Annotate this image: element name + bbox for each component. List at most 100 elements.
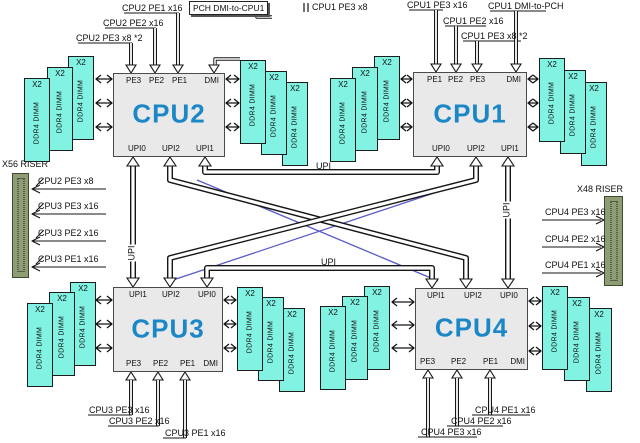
- cpu2-port-pe2: PE2: [149, 76, 165, 85]
- cpu3-name: CPU3: [131, 312, 205, 343]
- dimm-ddr4-label: DDR4 DIMM: [267, 321, 275, 364]
- cpu1-bottom-ports: UPI0 UPI2 UPI1: [414, 144, 526, 154]
- cpu3-block: UPI1 UPI2 UPI0 CPU3 PE3 PE2 PE1 DMI: [113, 287, 223, 372]
- dimm-x2-label: X2: [76, 58, 86, 67]
- cpu1-port-upi2: UPI2: [467, 144, 485, 153]
- dimm-x2-label: X2: [328, 308, 338, 317]
- dimm-ddr4-label: DDR4 DIMM: [373, 310, 381, 353]
- cpu1-block: PE1 PE2 PE3 DMI CPU1 UPI0 UPI2 UPI1: [413, 72, 527, 157]
- cpu1-port-upi0: UPI0: [432, 144, 450, 153]
- cpu3-port-pe2: PE2: [153, 359, 169, 368]
- cpu4-name: CPU4: [434, 312, 509, 343]
- cpu3-port-upi2: UPI2: [162, 290, 180, 299]
- cpu4-pe1-label: CPU4 PE1 x16: [475, 405, 536, 415]
- cpu1-pe3-x8-2-label: CPU1 PE3 x8 *2: [461, 31, 528, 41]
- dimm-ddr4-label: DDR4 DIMM: [79, 306, 87, 349]
- dimm-ddr4-label: DDR4 DIMM: [351, 320, 359, 363]
- cpu2-top-ports: PE3 PE2 PE1 DMI: [114, 76, 224, 86]
- dimm-x2-label: X2: [572, 299, 582, 308]
- dimm-ddr4-label: DDR4 DIMM: [548, 82, 556, 125]
- cpu3-port-pe3: PE3: [126, 359, 142, 368]
- x48-riser-slot-label-1: CPU4 PE3 x16: [545, 207, 606, 217]
- dimm-ddr4-label: DDR4 DIMM: [339, 102, 347, 145]
- dimm-ddr4-label: DDR4 DIMM: [329, 330, 337, 373]
- x56-riser-slot: [12, 173, 29, 278]
- dimm-x2-label: X2: [338, 80, 348, 89]
- x56-riser-title: X56 RISER: [2, 159, 49, 169]
- dimm-x2-label: X2: [287, 310, 297, 319]
- cpu4-port-dmi: DMI: [510, 357, 525, 366]
- dimm-x2-label: X2: [55, 69, 65, 78]
- dimm-x2-label: X2: [78, 284, 88, 293]
- cpu2-port-pe1: PE1: [172, 76, 188, 85]
- dimm-ddr4-label: DDR4 DIMM: [573, 321, 581, 364]
- cpu2-port-upi1: UPI1: [196, 144, 214, 153]
- cpu1-top-ports: PE1 PE2 PE3 DMI: [414, 75, 526, 85]
- dimm-ddr4-label: DDR4 DIMM: [36, 327, 44, 370]
- cpu1-port-pe3: PE3: [470, 75, 486, 84]
- x56-riser-slot-label-1: CPU2 PE3 x8: [38, 176, 94, 186]
- cpu3-pe1-label: CPU3 PE1 x16: [165, 428, 226, 438]
- dimm-x2-label: X2: [547, 60, 557, 69]
- cpu4-pe3-label: CPU4 PE3 x16: [421, 427, 482, 437]
- dimm-ddr4-label: DDR4 DIMM: [291, 106, 299, 149]
- cpu3-port-dmi: DMI: [203, 359, 218, 368]
- dimm-ddr4-label: DDR4 DIMM: [249, 84, 257, 127]
- dimm-ddr4-label: DDR4 DIMM: [361, 91, 369, 134]
- cpu1-pe3-x8-label: CPU1 PE3 x8: [312, 2, 368, 12]
- dimm-x2-label: X2: [290, 84, 300, 93]
- x48-riser-slot-label-3: CPU4 PE1 x16: [545, 260, 606, 270]
- dimm-ddr4-label: DDR4 DIMM: [58, 316, 66, 359]
- cpu4-bottom-ports: PE3 PE2 PE1 DMI: [416, 357, 527, 367]
- cpu4-port-pe3: PE3: [420, 357, 436, 366]
- dimm-x2-label: X2: [589, 84, 599, 93]
- cpu1-port-upi1: UPI1: [501, 144, 519, 153]
- cpu2-pe2-label: CPU2 PE2 x16: [103, 18, 164, 28]
- cpu2-port-pe3: PE3: [126, 76, 142, 85]
- cpu2-pe1-label: CPU2 PE1 x16: [122, 3, 183, 13]
- dimm-x2-label: X2: [245, 289, 255, 298]
- cpu2-bottom-ports: UPI0 UPI2 UPI1: [114, 144, 224, 154]
- upi-label-left: UPI: [126, 244, 137, 262]
- dimm-x2-label: X2: [382, 58, 392, 67]
- pch-dmi-box: PCH DMI-to-CPU1: [189, 1, 269, 15]
- dimm-ddr4-label: DDR4 DIMM: [288, 332, 296, 375]
- dimm-x2-label: X2: [594, 310, 604, 319]
- cpu1-dmi-label: CPU1 DMI-to-PCH: [488, 1, 564, 11]
- dimm-ddr4-label: DDR4 DIMM: [590, 106, 598, 149]
- cpu4-block: UPI1 UPI2 UPI0 CPU4 PE3 PE2 PE1 DMI: [415, 288, 528, 370]
- dimm-x2-label: X2: [35, 305, 45, 314]
- cpu1-port-dmi: DMI: [506, 75, 521, 84]
- dimm-x2-label: X2: [269, 73, 279, 82]
- x56-riser-slot-label-2: CPU3 PE3 x16: [38, 201, 99, 211]
- dimm-ddr4-label: DDR4 DIMM: [33, 102, 41, 145]
- cpu2-pe3-label: CPU2 PE3 x8 *2: [76, 33, 143, 43]
- cpu4-port-pe1: PE1: [483, 357, 499, 366]
- x48-riser-title: X48 RISER: [577, 184, 624, 194]
- cpu3-port-pe1: PE1: [180, 359, 196, 368]
- cpu1-port-pe1: PE1: [427, 75, 443, 84]
- dimm-ddr4-label: DDR4 DIMM: [569, 94, 577, 137]
- dimm-x2-label: X2: [32, 80, 42, 89]
- dimm-ddr4-label: DDR4 DIMM: [270, 95, 278, 138]
- x56-riser-slot-label-4: CPU3 PE1 x16: [38, 254, 99, 264]
- dimm-x2-label: X2: [248, 62, 258, 71]
- cpu3-port-upi0: UPI0: [198, 290, 216, 299]
- upi-label-top: UPI: [316, 161, 332, 171]
- cpu1-pe2-label: CPU1 PE2 x16: [443, 16, 504, 26]
- upi-label-right: UPI: [501, 201, 512, 219]
- dimm-ddr4-label: DDR4 DIMM: [383, 80, 391, 123]
- cpu3-bottom-ports: PE3 PE2 PE1 DMI: [114, 359, 222, 369]
- dimm-ddr4-label: DDR4 DIMM: [246, 311, 254, 354]
- cpu3-pe2-label: CPU3 PE2 x16: [109, 416, 170, 426]
